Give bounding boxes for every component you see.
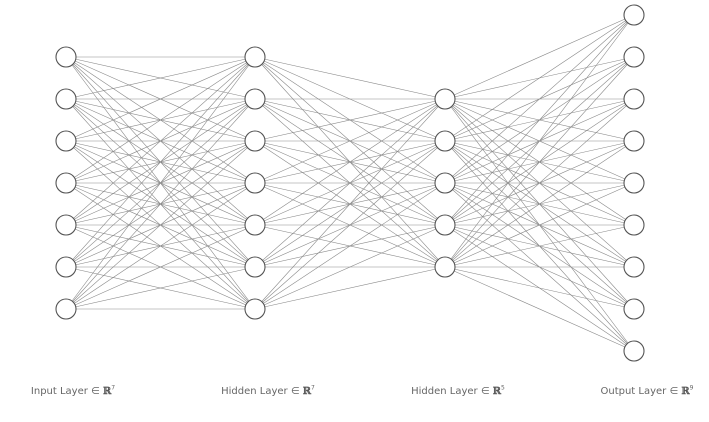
- edge-hidden1-2-to-hidden2-0: [254, 98, 446, 142]
- input-layer-label-text: Input Layer ∈: [30, 386, 103, 397]
- output-neuron-1: [623, 4, 645, 26]
- edge-hidden1-6-to-hidden2-0: [254, 98, 446, 310]
- hidden2-neuron-1: [434, 88, 456, 110]
- edge-input-6-to-hidden1-3: [65, 182, 256, 310]
- output-neuron-5: [623, 172, 645, 194]
- output-layer-label: Output Layer ∈ ℝ9: [600, 384, 694, 397]
- hidden1-neuron-7: [244, 298, 266, 320]
- hidden2-neuron-5: [434, 256, 456, 278]
- input-neuron-1: [55, 46, 77, 68]
- hidden1-neuron-3: [244, 130, 266, 152]
- input-layer-label: Input Layer ∈ ℝ7: [30, 384, 116, 397]
- hidden1-neuron-2: [244, 88, 266, 110]
- hidden2-neuron-4: [434, 214, 456, 236]
- edge-input-4-to-hidden1-0: [65, 56, 256, 226]
- edge-hidden2-4-to-output-5: [444, 224, 635, 268]
- output-neuron-6: [623, 214, 645, 236]
- hidden1-neuron-6: [244, 256, 266, 278]
- edge-hidden2-4-to-output-2: [444, 98, 635, 268]
- hidden-layer-1-label: Hidden Layer ∈ ℝ7: [221, 384, 315, 397]
- edge-input-5-to-hidden1-0: [65, 56, 256, 268]
- hidden2-neuron-2: [434, 130, 456, 152]
- output-neuron-9: [623, 340, 645, 362]
- output-neuron-4: [623, 130, 645, 152]
- edge-hidden2-1-to-output-0: [444, 14, 635, 142]
- edge-input-1-to-hidden1-0: [65, 56, 256, 100]
- edge-hidden1-0-to-hidden2-0: [254, 56, 446, 100]
- hidden-layer-2-space: ℝ: [492, 386, 502, 397]
- hidden-layer-1-dim: 7: [311, 384, 315, 392]
- edge-hidden2-4-to-output-1: [444, 56, 635, 268]
- output-neuron-8: [623, 298, 645, 320]
- edge-input-6-to-hidden1-4: [65, 224, 256, 310]
- hidden1-neuron-1: [244, 46, 266, 68]
- input-layer-space: ℝ: [102, 386, 112, 397]
- input-neuron-7: [55, 298, 77, 320]
- input-neuron-3: [55, 130, 77, 152]
- input-neuron-5: [55, 214, 77, 236]
- hidden-layer-1-label-text: Hidden Layer ∈: [221, 386, 303, 397]
- edge-hidden2-2-to-output-0: [444, 14, 635, 184]
- edge-input-6-to-hidden1-5: [65, 266, 256, 310]
- hidden-layer-2-label: Hidden Layer ∈ ℝ5: [411, 384, 505, 397]
- output-layer-label-text: Output Layer ∈: [600, 386, 682, 397]
- edge-hidden2-0-to-output-0: [444, 14, 635, 100]
- input-neuron-4: [55, 172, 77, 194]
- edge-hidden2-4-to-output-4: [444, 182, 635, 268]
- hidden-layer-1-space: ℝ: [302, 386, 312, 397]
- hidden1-neuron-5: [244, 214, 266, 236]
- edge-hidden1-5-to-hidden2-0: [254, 98, 446, 268]
- edge-hidden1-6-to-hidden2-2: [254, 182, 446, 310]
- hidden-layer-2-label-text: Hidden Layer ∈: [411, 386, 493, 397]
- input-neuron-2: [55, 88, 77, 110]
- edge-input-6-to-hidden1-2: [65, 140, 256, 310]
- hidden-layer-2-dim: 5: [501, 384, 505, 392]
- edge-hidden1-6-to-hidden2-4: [254, 266, 446, 310]
- edge-hidden2-3-to-output-0: [444, 14, 635, 226]
- connection-edges: [65, 14, 635, 352]
- output-layer-space: ℝ: [681, 386, 690, 397]
- neuron-nodes: [55, 4, 645, 362]
- edge-input-6-to-hidden1-1: [65, 98, 256, 310]
- input-neuron-6: [55, 256, 77, 278]
- edge-input-3-to-hidden1-0: [65, 56, 256, 184]
- edge-hidden1-4-to-hidden2-0: [254, 98, 446, 226]
- output-neuron-7: [623, 256, 645, 278]
- edge-hidden2-4-to-output-7: [444, 266, 635, 310]
- output-neuron-3: [623, 88, 645, 110]
- edge-hidden1-3-to-hidden2-0: [254, 98, 446, 184]
- output-neuron-2: [623, 46, 645, 68]
- edge-hidden1-6-to-hidden2-3: [254, 224, 446, 310]
- edge-hidden1-6-to-hidden2-1: [254, 140, 446, 310]
- input-layer-dim: 7: [111, 384, 116, 392]
- edge-input-2-to-hidden1-0: [65, 56, 256, 142]
- edge-hidden2-4-to-output-0: [444, 14, 635, 268]
- hidden1-neuron-4: [244, 172, 266, 194]
- edge-input-6-to-hidden1-0: [65, 56, 256, 310]
- edge-hidden2-4-to-output-3: [444, 140, 635, 268]
- hidden2-neuron-3: [434, 172, 456, 194]
- output-layer-dim: 9: [689, 384, 694, 392]
- edge-hidden2-4-to-output-8: [444, 266, 635, 352]
